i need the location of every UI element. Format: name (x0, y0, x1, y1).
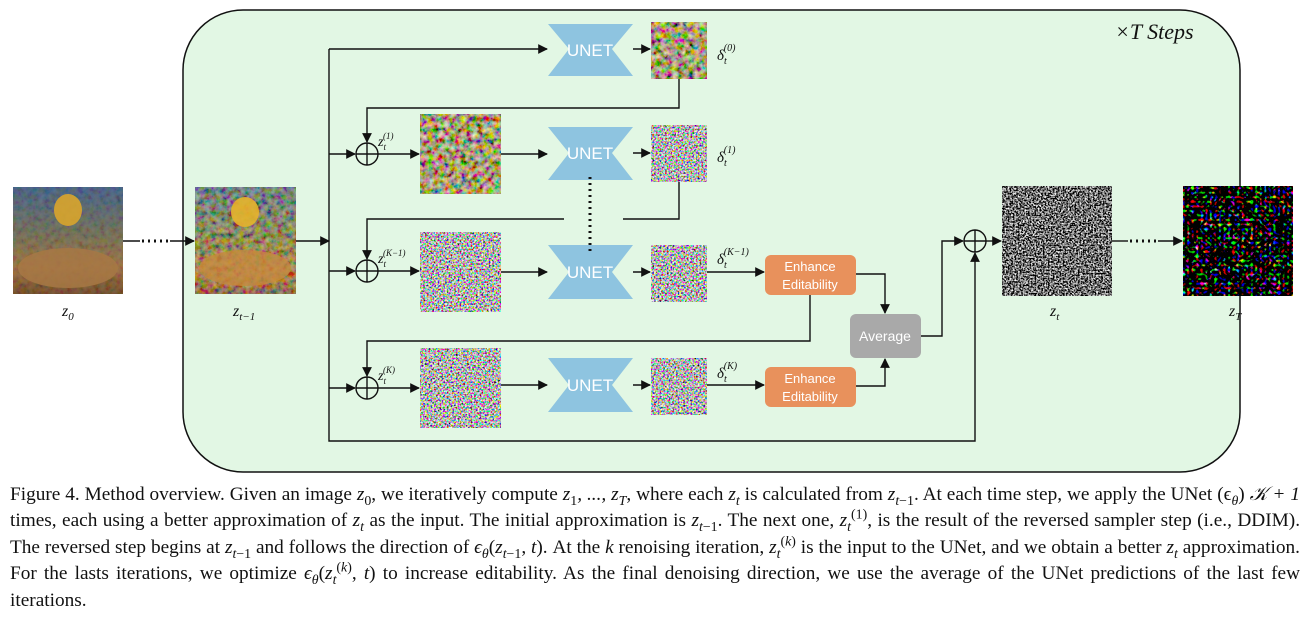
average-label: Average (859, 328, 911, 344)
enhance-label-2a: Enhance (784, 371, 835, 386)
average-box (850, 314, 921, 358)
figure-caption: Figure 4. Method overview. Given an imag… (10, 484, 1301, 611)
image-deltaK1 (651, 245, 707, 302)
unet-label-0: UNET (567, 41, 613, 60)
steps-label: ×T Steps (1115, 19, 1194, 44)
image-zK (420, 348, 501, 428)
image-delta1 (651, 125, 707, 182)
enhance-label-2b: Editability (782, 389, 838, 404)
method-overview-diagram: ×T Steps UNET UNET UNET UNET Enhanc (13, 9, 1293, 473)
enhance-label-1b: Editability (782, 277, 838, 292)
image-z-prev (195, 187, 296, 294)
unet-label-1: UNET (567, 144, 613, 163)
image-z1 (420, 114, 501, 194)
label-deltaK: δt(K) (717, 361, 738, 385)
enhance-label-1a: Enhance (784, 259, 835, 274)
image-zK1 (420, 232, 501, 312)
image-zT (1183, 186, 1293, 296)
label-z0: z0 (61, 303, 74, 323)
label-zT: zT (1228, 303, 1242, 323)
label-delta0: δt(0) (717, 43, 736, 67)
unet-block-0 (548, 24, 633, 76)
unet-label-K1: UNET (567, 263, 613, 282)
unet-label-K: UNET (567, 376, 613, 395)
label-z1: zt(1) (377, 131, 393, 152)
unet-block-1 (548, 127, 633, 180)
image-deltaK (651, 358, 707, 415)
label-zt: zt (1049, 303, 1060, 323)
label-zprev: zt−1 (232, 303, 255, 323)
enhance-editability-box-1 (765, 255, 856, 295)
label-zK: zt(K) (377, 365, 395, 386)
image-delta0 (651, 22, 707, 79)
image-zt (1002, 186, 1112, 296)
input-image-z0 (13, 187, 123, 294)
label-deltaK1: δt(K−1) (717, 247, 750, 271)
enhance-editability-box-2 (765, 367, 856, 407)
label-zK1: zt(K−1) (377, 248, 406, 269)
caption-label: Figure 4. (10, 484, 80, 505)
unet-block-K (548, 358, 633, 412)
label-delta1: δt(1) (717, 145, 736, 169)
unet-block-K1 (548, 245, 633, 299)
